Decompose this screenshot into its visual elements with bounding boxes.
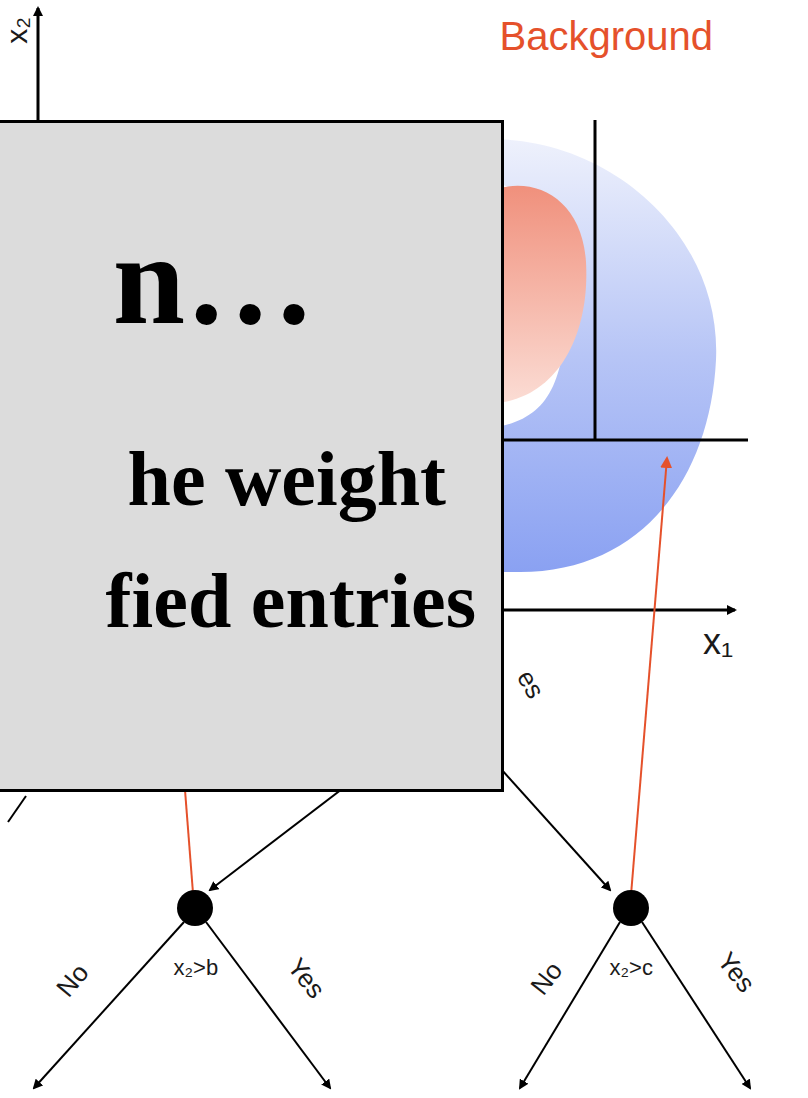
axis-label: x₂: [0, 17, 32, 44]
tree-branch: [206, 922, 330, 1088]
tree-node-dot: [613, 890, 649, 926]
branch-label: No: [525, 956, 568, 1000]
overlay-box: n… he weight fied entries: [0, 120, 504, 792]
background-region: [500, 186, 586, 402]
overlay-heading: n…: [113, 214, 315, 344]
x-axis: [480, 609, 735, 612]
branch-label: es: [511, 665, 549, 703]
split-condition: x₂>b: [174, 956, 219, 980]
branch-label: No: [50, 958, 93, 1002]
overlay-text: he weight: [128, 440, 446, 518]
tree-node-dot: [177, 890, 213, 926]
tree-branch: [8, 796, 26, 822]
branch-label: Yes: [712, 946, 761, 997]
overlay-text: fied entries: [106, 562, 476, 640]
branch-label: Yes: [282, 952, 331, 1003]
axis-label: x₁: [703, 622, 733, 662]
horizontal-cut: [480, 439, 748, 442]
class-label: Background: [500, 14, 713, 58]
split-condition: x₂>c: [610, 956, 653, 980]
tree-branch: [520, 922, 620, 1088]
tree-branch: [34, 922, 184, 1088]
leader-line: [631, 458, 667, 895]
vertical-cut: [594, 120, 597, 440]
